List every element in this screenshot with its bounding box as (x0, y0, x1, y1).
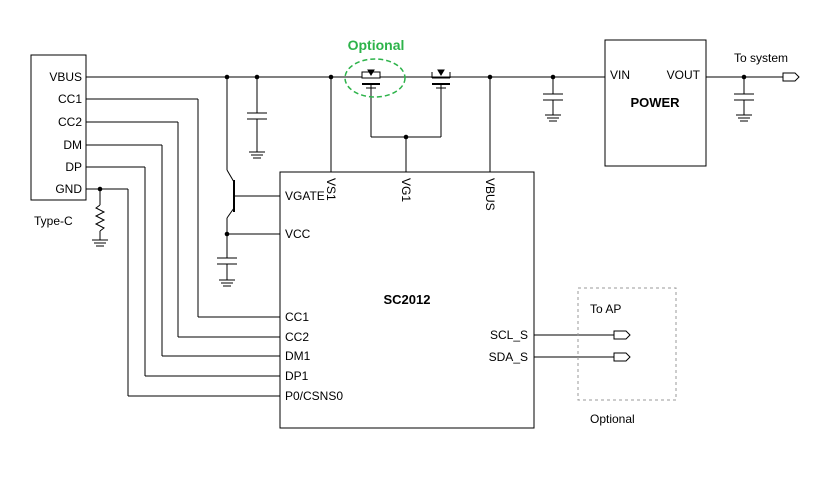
to-system-label: To system (734, 51, 788, 65)
connector-name: Type-C (34, 214, 73, 228)
chip-pin-scl-s: SCL_S (490, 328, 528, 342)
chip-pin-vg1: VG1 (399, 178, 413, 202)
pin-label-cc1: CC1 (58, 92, 82, 106)
chip-pin-sda-s: SDA_S (489, 350, 528, 364)
main-mosfet (431, 69, 451, 89)
power-vin-label: VIN (610, 68, 630, 82)
sda-arrow (613, 352, 631, 362)
chip-pin-cc2: CC2 (285, 330, 309, 344)
power-block (604, 39, 707, 167)
chip-pin-vgate: VGATE (285, 189, 325, 203)
pin-label-cc2: CC2 (58, 115, 82, 129)
pin-label-dp: DP (65, 160, 82, 174)
power-name: POWER (630, 95, 680, 110)
pin-label-dm: DM (63, 138, 82, 152)
power-vout-label: VOUT (667, 68, 701, 82)
chip-pin-vbus: VBUS (483, 178, 497, 211)
gnd-resistor (94, 204, 106, 232)
ap-box-title: To AP (590, 302, 621, 316)
chip-pin-dp1: DP1 (285, 369, 309, 383)
pin-label-gnd: GND (55, 182, 82, 196)
ap-box-caption: Optional (590, 412, 635, 426)
optional-mosfet (361, 69, 381, 89)
to-system-arrow (782, 72, 800, 82)
chip-pin-dm1: DM1 (285, 349, 311, 363)
junction-dots (97, 74, 747, 237)
pin-label-vbus: VBUS (49, 70, 82, 84)
chip-pin-vs1: VS1 (324, 178, 338, 201)
chip-pin-p0-csns0: P0/CSNS0 (285, 389, 343, 403)
chip-pin-cc1: CC1 (285, 310, 309, 324)
sc2012-chip (279, 171, 535, 429)
chip-name: SC2012 (384, 292, 431, 307)
chip-pin-vcc: VCC (285, 227, 311, 241)
optional-top-label: Optional (348, 37, 405, 53)
ap-optional-box (577, 287, 677, 401)
scl-arrow (613, 330, 631, 340)
typec-connector-box (30, 54, 87, 201)
optional-highlight-ellipse (344, 58, 406, 98)
